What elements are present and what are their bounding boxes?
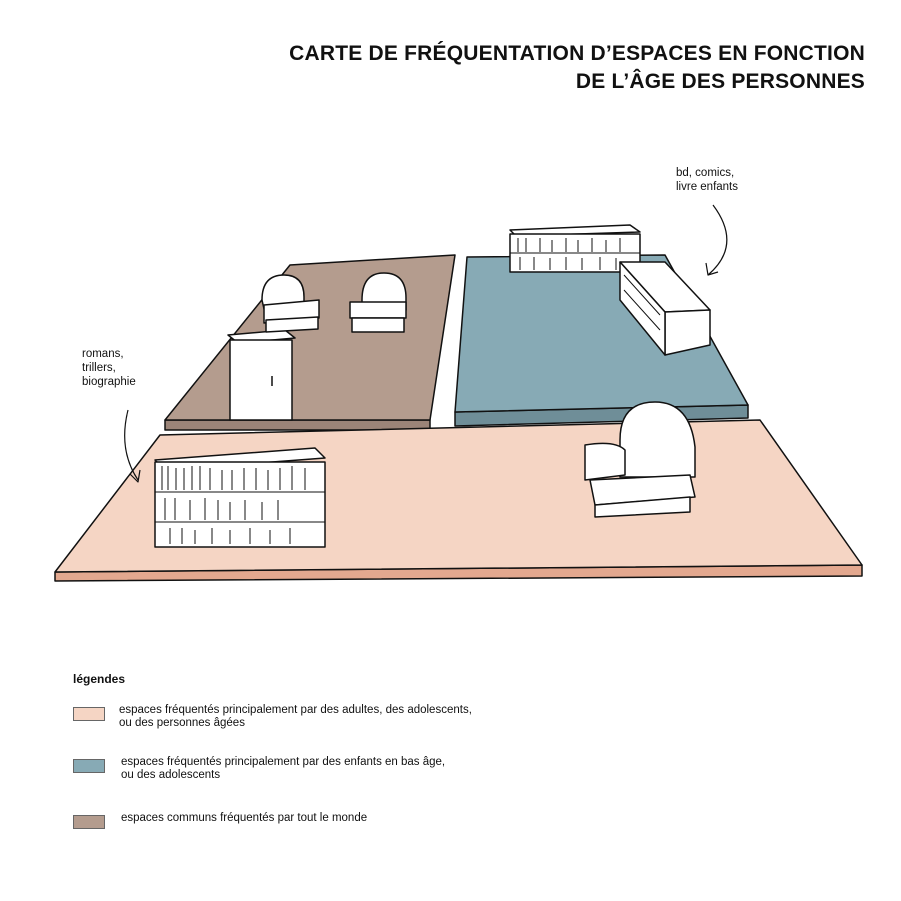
arrow-icon [124,409,141,483]
legend-swatch [73,815,105,829]
door [227,329,296,421]
bookshelf-novels [154,447,326,548]
legend-title: légendes [73,672,126,686]
legend: légendes espaces fréquentés principaleme… [73,672,472,829]
legend-item-children: espaces fréquentés principalement par de… [73,756,533,782]
armchair [349,272,407,333]
common-area-platform [164,254,456,431]
legend-swatch [73,759,105,773]
armchair [584,401,696,518]
annotation-novels: romans, trillers, biographie [82,348,136,388]
map-title: CARTE DE FRÉQUENTATION D’ESPACES EN FONC… [289,42,865,93]
bookshelf-comics [509,224,641,273]
annotation-comics: bd, comics, livre enfants [676,167,739,193]
bookcase-children [619,261,711,356]
arrow-icon [705,204,728,276]
armchair [261,274,320,333]
legend-item-common: espaces communs fréquentés par tout le m… [73,812,533,829]
legend-item-adults: espaces fréquentés principalement par de… [73,704,533,730]
legend-swatch [73,707,105,721]
